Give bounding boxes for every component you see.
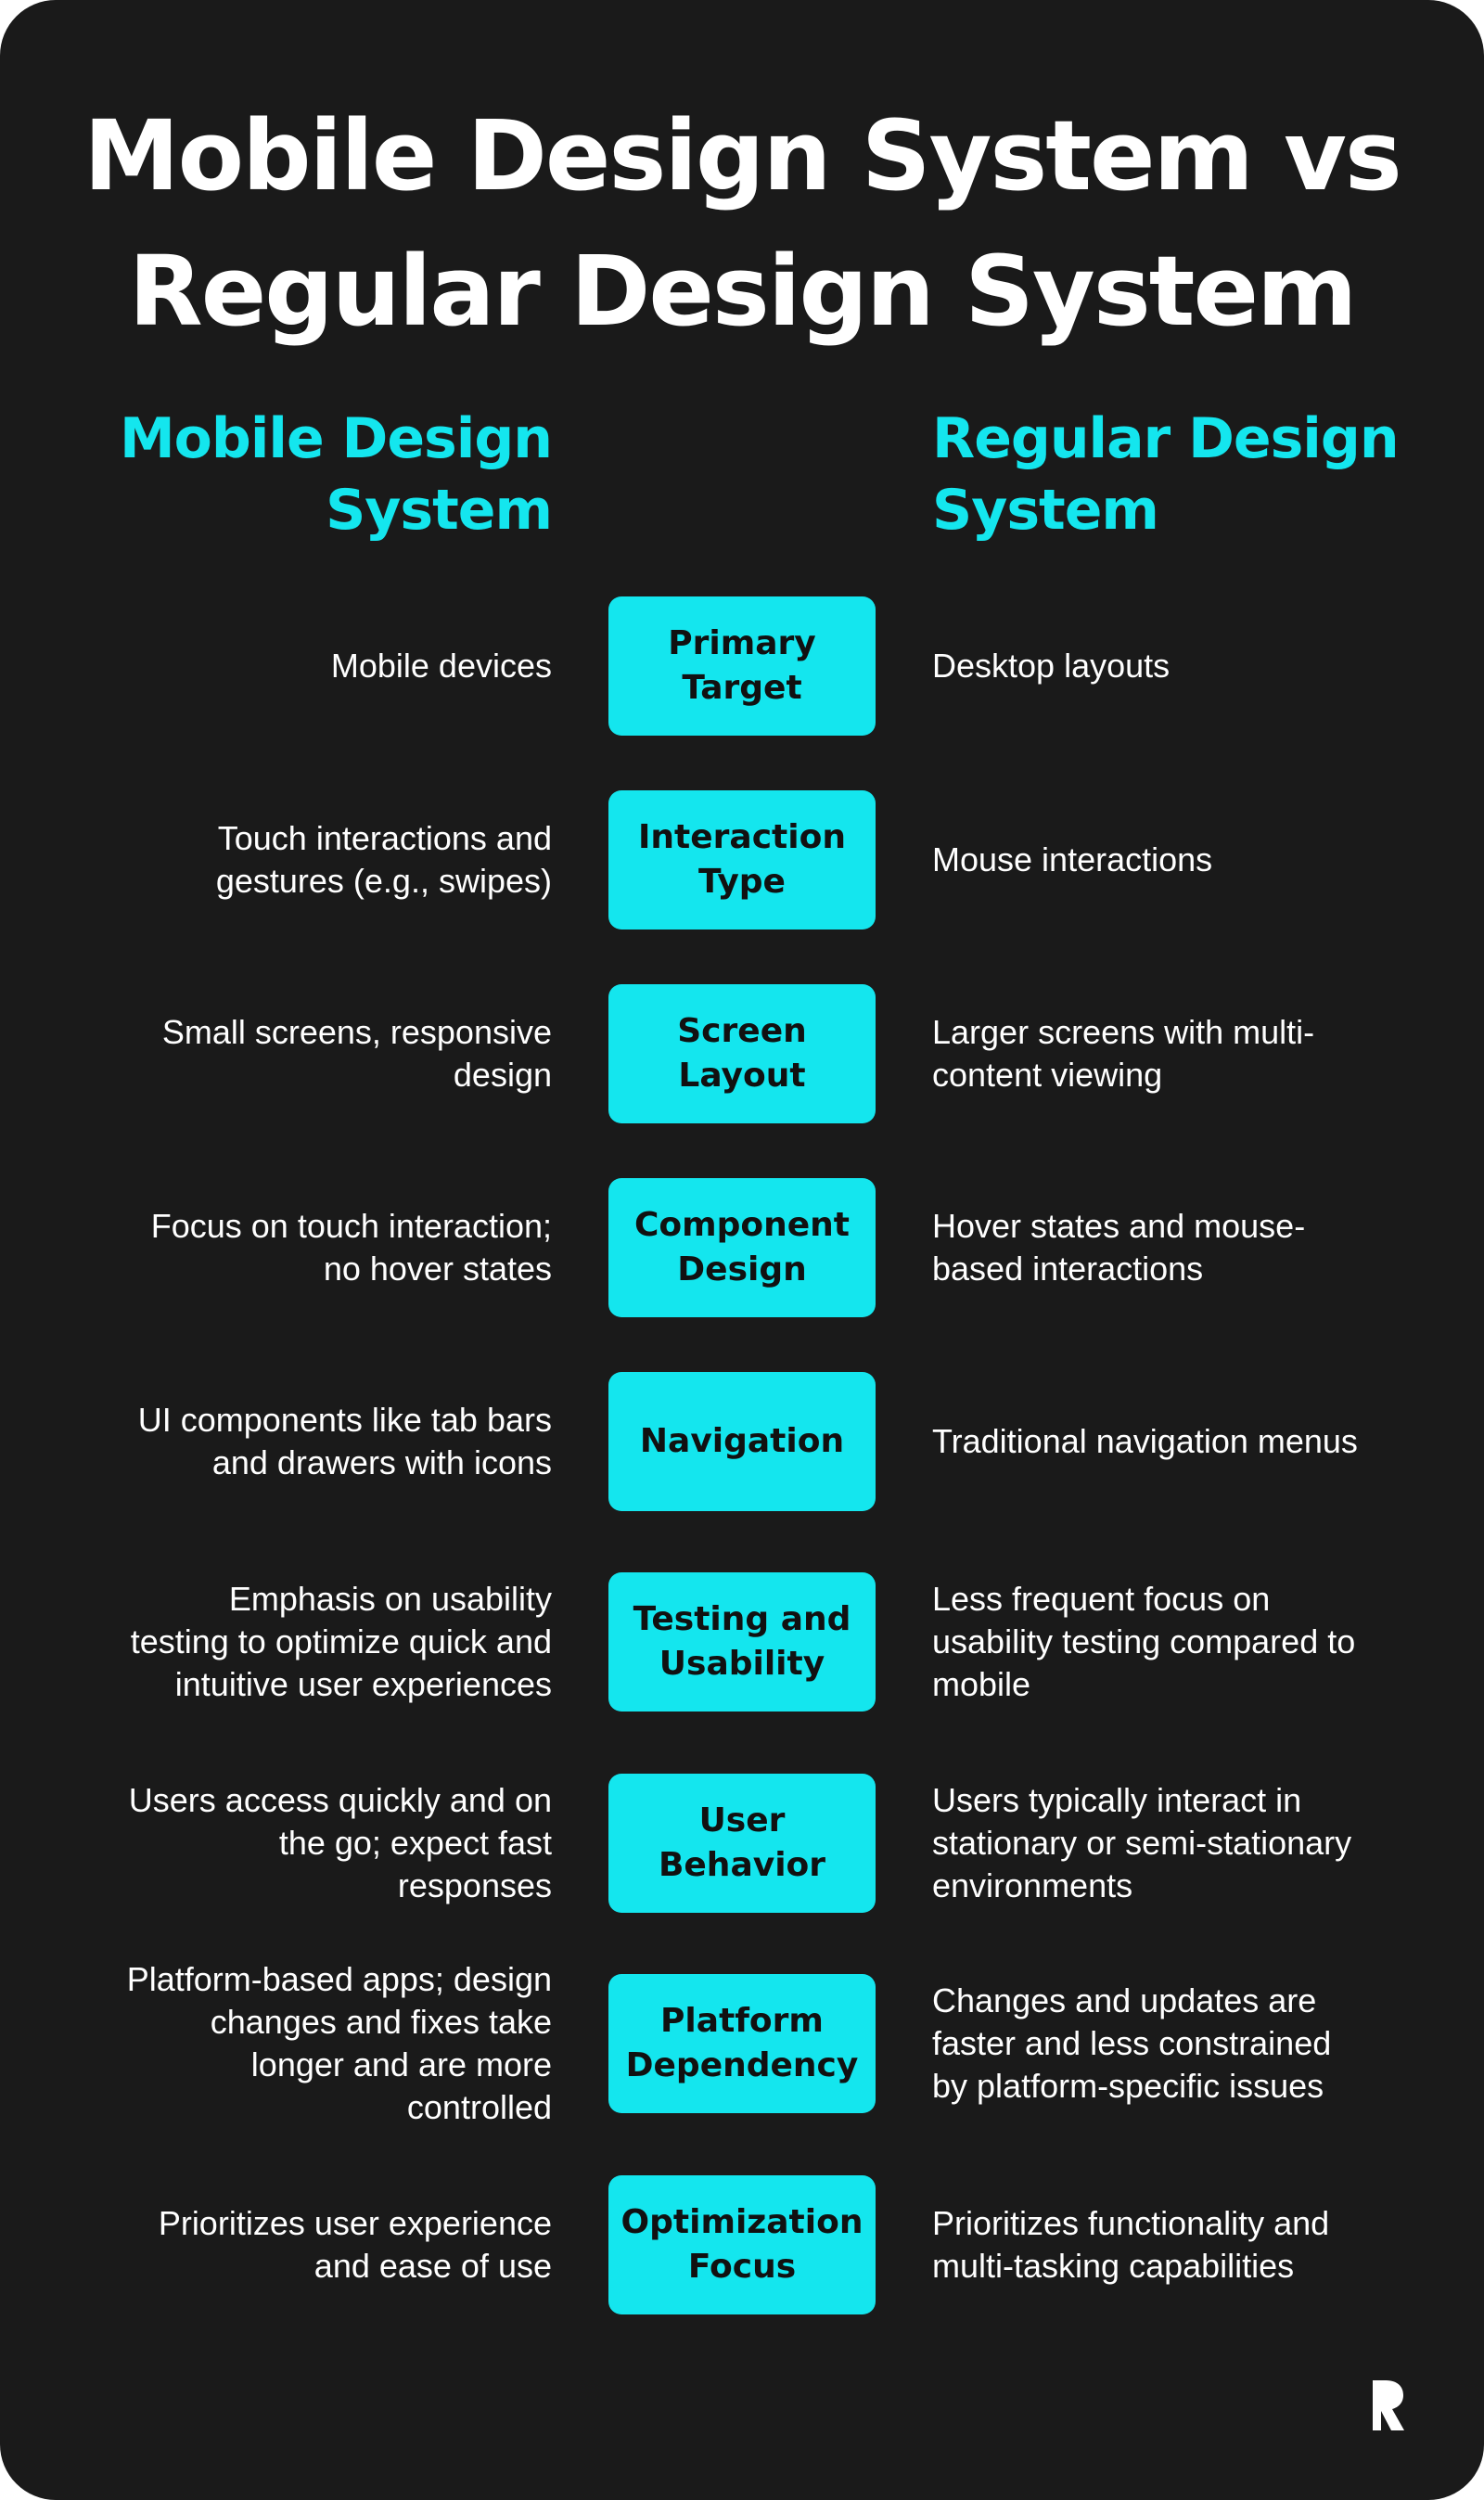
mobile-description: Prioritizes user experience and ease of … <box>158 2204 552 2285</box>
category-label: Testing and Usability <box>633 1600 851 1683</box>
regular-description: Hover states and mouse-based interaction… <box>932 1207 1306 1288</box>
category-label: Component Design <box>633 1206 851 1288</box>
regular-description: Changes and updates are faster and less … <box>932 1981 1332 2105</box>
mobile-description: Small screens, responsive design <box>161 1013 552 1094</box>
category-label: Interaction Type <box>638 818 846 901</box>
regular-description: Users typically interact in stationary o… <box>932 1781 1352 1904</box>
category-pill: Navigation <box>608 1372 876 1511</box>
regular-description: Desktop layouts <box>932 647 1171 685</box>
category-pill: Primary Target <box>608 596 876 736</box>
column-header-regular: Regular Design System <box>932 406 1400 543</box>
category-label: Screen Layout <box>677 1012 807 1095</box>
regular-description: Larger screens with multi-content viewin… <box>932 1013 1315 1094</box>
regular-description: Less frequent focus on usability testing… <box>932 1580 1356 1703</box>
mobile-description: Emphasis on usability testing to optimiz… <box>130 1580 552 1703</box>
category-label: Primary Target <box>668 624 816 707</box>
category-pill: Testing and Usability <box>608 1572 876 1712</box>
page-title: Mobile Design System vs Regular Design S… <box>0 88 1484 359</box>
mobile-description: Touch interactions and gestures (e.g., s… <box>215 819 552 900</box>
category-label: User Behavior <box>658 1801 826 1884</box>
category-pill: Screen Layout <box>608 984 876 1123</box>
mobile-description: Mobile devices <box>330 647 552 685</box>
regular-description: Mouse interactions <box>932 840 1213 878</box>
category-label: Platform Dependency <box>625 2002 859 2084</box>
regular-description: Prioritizes functionality and multi-task… <box>932 2204 1330 2285</box>
mobile-description: Users access quickly and on the go; expe… <box>128 1781 552 1904</box>
column-header-mobile: Mobile Design System <box>119 406 553 543</box>
category-pill: Optimization Focus <box>608 2175 876 2314</box>
title-line-2: Regular Design System <box>128 235 1358 348</box>
category-label: Navigation <box>639 1422 845 1460</box>
title-line-1: Mobile Design System vs <box>83 99 1402 212</box>
mobile-description: UI components like tab bars and drawers … <box>137 1401 552 1481</box>
category-label: Optimization Focus <box>620 2203 864 2286</box>
mobile-description: Platform-based apps; design changes and … <box>126 1960 552 2126</box>
regular-description: Traditional navigation menus <box>932 1422 1358 1460</box>
brand-r-logo-icon <box>1373 2380 1404 2430</box>
category-pill: Platform Dependency <box>608 1974 876 2113</box>
mobile-description: Focus on touch interaction; no hover sta… <box>150 1207 552 1288</box>
category-pill: Component Design <box>608 1178 876 1317</box>
category-pill: User Behavior <box>608 1774 876 1913</box>
category-pill: Interaction Type <box>608 790 876 929</box>
